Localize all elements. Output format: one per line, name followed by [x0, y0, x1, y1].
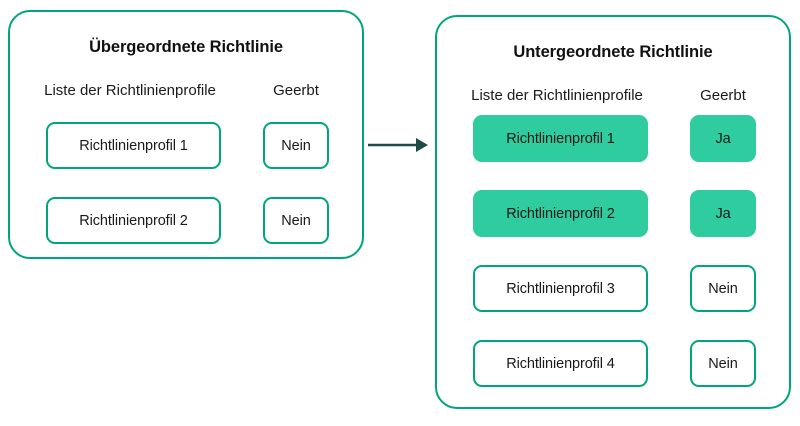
child-policy-rows: Richtlinienprofil 1 Ja Richtlinienprofil…	[437, 17, 789, 407]
arrow-right-icon	[366, 126, 430, 164]
parent-policy-title: Übergeordnete Richtlinie	[89, 38, 283, 56]
profile-box[interactable]: Richtlinienprofil 3	[473, 265, 648, 312]
child-policy-panel: Untergeordnete Richtlinie Liste der Rich…	[435, 15, 791, 409]
inherited-box[interactable]: Nein	[690, 340, 756, 387]
table-row: Richtlinienprofil 2 Nein	[10, 197, 362, 244]
table-row: Richtlinienprofil 1 Ja	[437, 115, 789, 162]
profile-box[interactable]: Richtlinienprofil 4	[473, 340, 648, 387]
profile-box[interactable]: Richtlinienprofil 2	[473, 190, 648, 237]
inherited-box[interactable]: Nein	[263, 197, 329, 244]
profile-box[interactable]: Richtlinienprofil 1	[46, 122, 221, 169]
table-row: Richtlinienprofil 1 Nein	[10, 122, 362, 169]
inherited-box[interactable]: Nein	[263, 122, 329, 169]
parent-policy-rows: Richtlinienprofil 1 Nein Richtlinienprof…	[10, 12, 362, 257]
child-column-header-inherited: Geerbt	[700, 87, 746, 104]
table-row: Richtlinienprofil 3 Nein	[437, 265, 789, 312]
parent-policy-panel: Übergeordnete Richtlinie Liste der Richt…	[8, 10, 364, 259]
inherited-box[interactable]: Ja	[690, 115, 756, 162]
parent-column-header-profiles: Liste der Richtlinienprofile	[44, 82, 216, 99]
inherited-box[interactable]: Ja	[690, 190, 756, 237]
child-policy-title: Untergeordnete Richtlinie	[513, 43, 713, 61]
table-row: Richtlinienprofil 4 Nein	[437, 340, 789, 387]
profile-box[interactable]: Richtlinienprofil 2	[46, 197, 221, 244]
child-column-headers: Liste der Richtlinienprofile Geerbt	[437, 87, 789, 107]
inherited-box[interactable]: Nein	[690, 265, 756, 312]
parent-column-header-inherited: Geerbt	[273, 82, 319, 99]
parent-column-headers: Liste der Richtlinienprofile Geerbt	[10, 82, 362, 102]
profile-box[interactable]: Richtlinienprofil 1	[473, 115, 648, 162]
child-column-header-profiles: Liste der Richtlinienprofile	[471, 87, 643, 104]
table-row: Richtlinienprofil 2 Ja	[437, 190, 789, 237]
